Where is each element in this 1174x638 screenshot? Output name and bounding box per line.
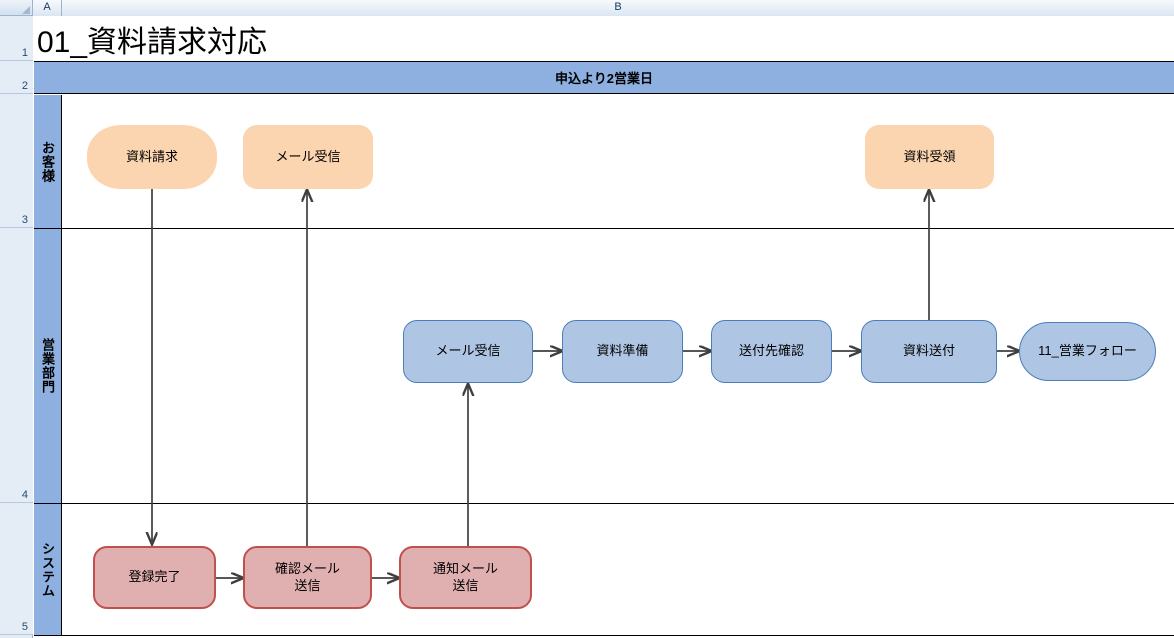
- lane-divider-3: [34, 635, 1174, 636]
- lane-divider-2: [34, 503, 1174, 504]
- node-touroku-kanryou[interactable]: 登録完了: [93, 546, 216, 609]
- node-soufusaki-kakunin[interactable]: 送付先確認: [711, 320, 832, 383]
- node-shiryou-seikyuu[interactable]: 資料請求: [87, 125, 217, 189]
- page-title: 01_資料請求対応: [34, 17, 1174, 61]
- row-header-5[interactable]: 5: [0, 503, 33, 635]
- node-mail-jushin-customer[interactable]: メール受信: [243, 125, 373, 189]
- column-header-b[interactable]: B: [62, 0, 1174, 16]
- lane-label-sales: 営業部門: [34, 229, 62, 503]
- row-header-3[interactable]: 3: [0, 94, 33, 228]
- node-shiryou-junbi[interactable]: 資料準備: [562, 320, 683, 383]
- node-eigyou-follow[interactable]: 11_営業フォロー: [1019, 322, 1156, 381]
- lane-label-customer: お客様: [34, 95, 62, 228]
- lane-label-system: システム: [34, 504, 62, 635]
- select-all-corner[interactable]: [0, 0, 33, 16]
- row-header-2[interactable]: 2: [0, 61, 33, 94]
- corner-triangle-icon: [22, 6, 30, 14]
- column-header-a[interactable]: A: [33, 0, 62, 16]
- node-tsuuchi-mail-soushin[interactable]: 通知メール 送信: [399, 546, 532, 609]
- lane-body-system: [34, 503, 1174, 635]
- row-header-1[interactable]: 1: [0, 16, 33, 61]
- node-kakunin-mail-soushin[interactable]: 確認メール 送信: [243, 546, 372, 609]
- node-shiryou-soufu[interactable]: 資料送付: [861, 320, 997, 383]
- node-mail-jushin-sales[interactable]: メール受信: [403, 320, 533, 383]
- timeline-banner: 申込より2営業日: [34, 61, 1174, 94]
- row-header-4[interactable]: 4: [0, 228, 33, 503]
- lane-divider-1: [34, 228, 1174, 229]
- node-shiryou-juryou[interactable]: 資料受領: [865, 125, 994, 189]
